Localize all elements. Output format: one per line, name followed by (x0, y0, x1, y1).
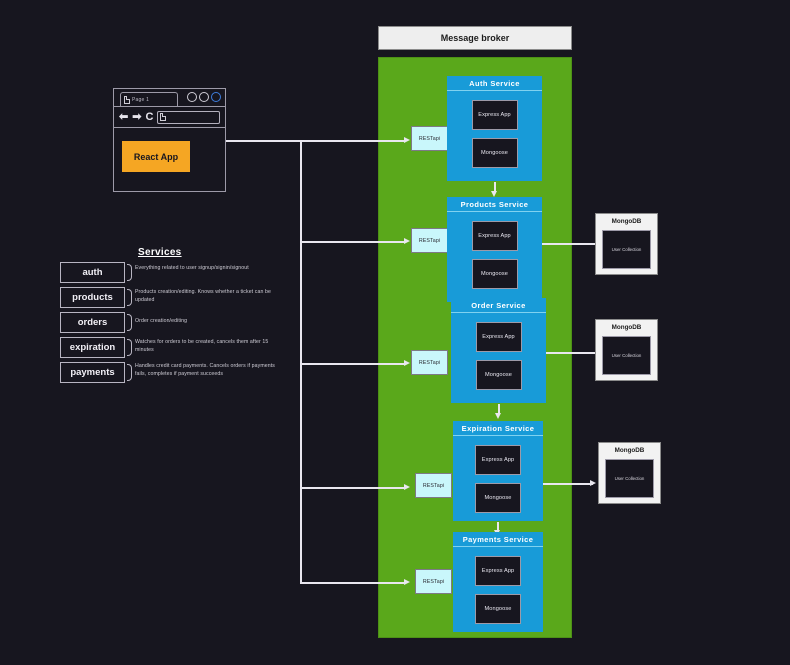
arrow-to-order-restapi (404, 359, 410, 366)
connector-expiration-payments (497, 522, 499, 532)
mongodb-box-order: MongoDB User Collection (595, 319, 658, 381)
connector-products-db (542, 243, 596, 245)
service-body-payments: Express App Mongoose (453, 547, 543, 632)
service-body-order: Express App Mongoose (451, 313, 546, 403)
mongodb-title: MongoDB (614, 447, 645, 454)
mongoose-products: Mongoose (471, 259, 518, 289)
service-title-payments: Payments Service (453, 532, 543, 547)
arrow-to-expiration-db (590, 479, 596, 486)
connector-order-db (546, 352, 596, 354)
minimize-dot-icon[interactable] (187, 92, 197, 102)
service-block-auth: Auth Service Express App Mongoose (447, 76, 542, 181)
connector-branch-products (300, 241, 406, 243)
service-desc-orders: Order creation/editing (135, 318, 188, 324)
service-desc-payments: Handles credit card payments. Cancels or… (135, 363, 275, 377)
service-chip-expiration[interactable]: expiration (60, 337, 125, 358)
brace-products (127, 289, 132, 306)
service-body-auth: Express App Mongoose (447, 91, 542, 181)
browser-tab-label: Page 1 (132, 96, 150, 103)
restapi-expiration[interactable]: RESTapi (415, 473, 452, 498)
brace-payments (127, 364, 132, 381)
brace-expiration (127, 339, 132, 356)
service-title-auth: Auth Service (447, 76, 542, 91)
connector-trunk-lower (300, 487, 302, 583)
browser-tab-bar: Page 1 (114, 89, 225, 106)
service-block-expiration: Expiration Service Express App Mongoose (453, 421, 543, 521)
services-legend-title: Services (138, 247, 182, 258)
service-desc-products: Products creation/editing. Knows whether… (135, 289, 271, 303)
connector-trunk-vertical (300, 140, 302, 488)
mongodb-box-products: MongoDB User Collection (595, 213, 658, 275)
arrow-to-expiration-restapi (404, 483, 410, 490)
browser-tab[interactable]: Page 1 (120, 92, 178, 106)
service-body-expiration: Express App Mongoose (453, 436, 543, 521)
forward-arrow-icon[interactable]: ➡ (132, 110, 142, 123)
express-app-payments: Express App (475, 556, 521, 586)
browser-window-mockup: Page 1 ⬅ ➡ C React App (113, 88, 226, 192)
collection-label: User Collection (602, 336, 651, 375)
service-title-expiration: Expiration Service (453, 421, 543, 436)
arrow-order-to-expiration (495, 413, 501, 419)
maximize-dot-icon[interactable] (199, 92, 209, 102)
react-app-button[interactable]: React App (122, 141, 190, 172)
connector-browser-trunk (226, 140, 302, 142)
connector-branch-payments (300, 582, 406, 584)
connector-order-expiration (498, 404, 500, 415)
mongodb-box-expiration: MongoDB User Collection (598, 442, 661, 504)
restapi-auth[interactable]: RESTapi (411, 126, 448, 151)
service-desc-auth: Everything related to user signup/signin… (135, 265, 249, 271)
arrow-to-payments-restapi (404, 578, 410, 585)
service-desc-expiration: Watches for orders to be created, cancel… (135, 339, 269, 353)
service-block-payments: Payments Service Express App Mongoose (453, 532, 543, 632)
mongodb-title: MongoDB (611, 218, 642, 225)
service-block-products: Products Service Express App Mongoose (447, 197, 542, 302)
close-dot-icon[interactable] (211, 92, 221, 102)
express-app-auth: Express App (471, 100, 518, 130)
service-block-order: Order Service Express App Mongoose (451, 298, 546, 403)
back-arrow-icon[interactable]: ⬅ (119, 110, 129, 123)
collection-label: User Collection (602, 230, 651, 269)
brace-orders (127, 314, 132, 331)
restapi-products[interactable]: RESTapi (411, 228, 448, 253)
mongoose-order: Mongoose (475, 360, 522, 390)
collection-label: User Collection (605, 459, 654, 498)
page-icon (124, 95, 130, 104)
express-app-expiration: Express App (475, 445, 521, 475)
mongoose-payments: Mongoose (475, 594, 521, 624)
url-input[interactable] (157, 110, 220, 124)
connector-branch-order (300, 363, 406, 365)
service-title-products: Products Service (447, 197, 542, 212)
mongoose-expiration: Mongoose (475, 483, 521, 513)
service-chip-auth[interactable]: auth (60, 262, 125, 283)
service-title-order: Order Service (451, 298, 546, 313)
restapi-payments[interactable]: RESTapi (415, 569, 452, 594)
browser-nav-bar: ⬅ ➡ C (114, 106, 225, 128)
express-app-products: Express App (471, 221, 518, 251)
mongoose-auth: Mongoose (471, 138, 518, 168)
connector-branch-expiration (300, 487, 406, 489)
arrow-to-products-restapi (404, 237, 410, 244)
restapi-order[interactable]: RESTapi (411, 350, 448, 375)
service-chip-payments[interactable]: payments (60, 362, 125, 383)
mongodb-title: MongoDB (611, 324, 642, 331)
connector-expiration-db (543, 483, 593, 485)
service-chip-orders[interactable]: orders (60, 312, 125, 333)
arrow-auth-to-products (491, 191, 497, 197)
message-broker-bar: Message broker (378, 26, 572, 50)
service-body-products: Express App Mongoose (447, 212, 542, 302)
reload-icon[interactable]: C (145, 110, 154, 123)
service-chip-products[interactable]: products (60, 287, 125, 308)
page-icon (160, 113, 167, 121)
connector-auth-products (494, 182, 496, 193)
brace-auth (127, 264, 132, 281)
arrow-to-auth-restapi (404, 136, 410, 143)
connector-branch-auth (300, 140, 406, 142)
express-app-order: Express App (475, 322, 522, 352)
